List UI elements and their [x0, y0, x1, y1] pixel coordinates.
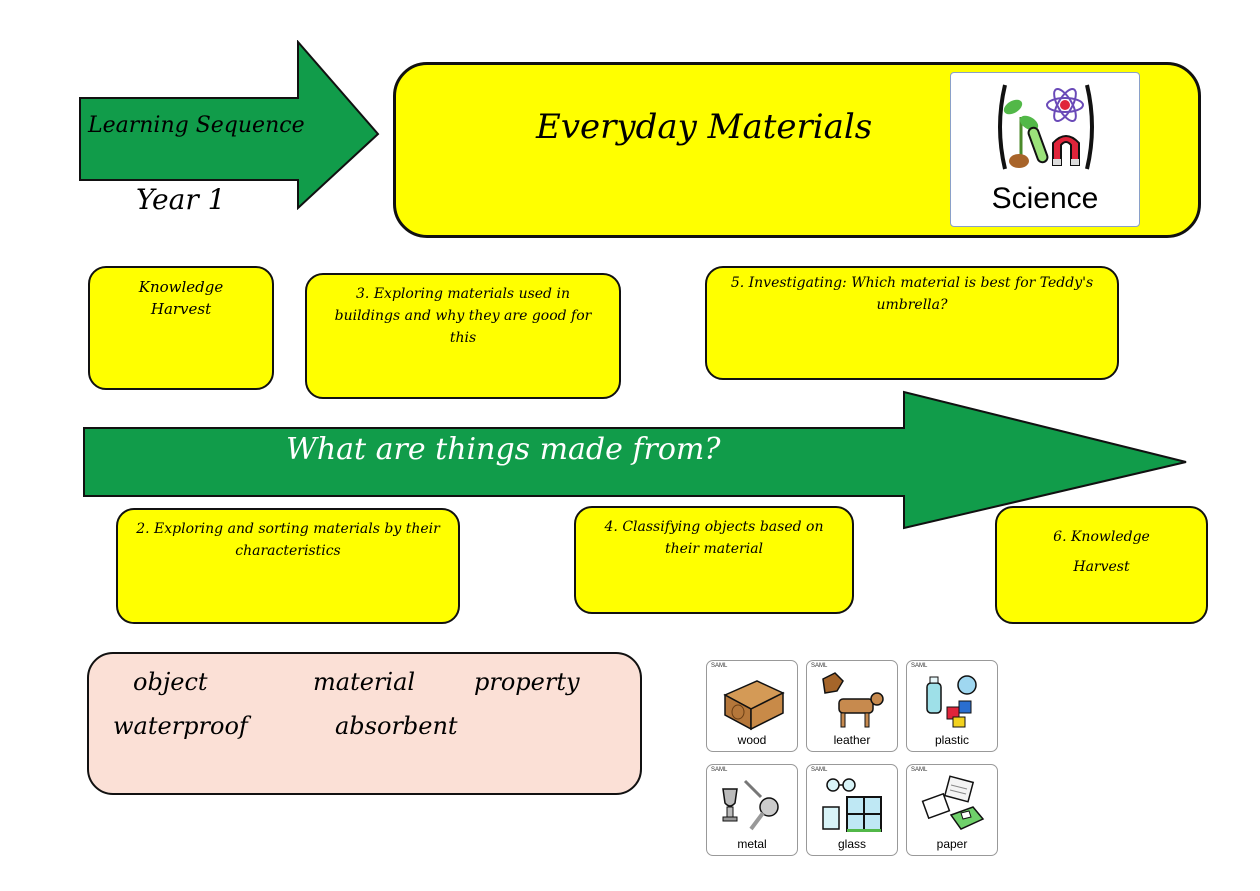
- paper-icon: [921, 775, 985, 830]
- science-icon: [998, 84, 1094, 170]
- symbol-tag: SAML: [811, 663, 828, 669]
- symbol-tag: SAML: [711, 663, 728, 669]
- science-label: Science: [991, 182, 1099, 215]
- vocab-material: material: [313, 668, 416, 696]
- symbol-card-plastic: SAML plastic: [906, 660, 998, 752]
- lesson-1-text: Knowledge Harvest: [138, 278, 224, 318]
- lesson-3-text: 3. Exploring materials used in buildings…: [334, 286, 592, 346]
- symbol-label-plastic: plastic: [934, 733, 969, 747]
- big-question-arrow: [83, 390, 1187, 530]
- lesson-2-text: 2. Exploring and sorting materials by th…: [136, 521, 440, 559]
- lesson-1-box: Knowledge Harvest: [88, 266, 274, 390]
- symbol-card-leather: SAML leather: [806, 660, 898, 752]
- symbol-label-paper: paper: [936, 837, 968, 851]
- lesson-6-box: 6. Knowledge Harvest: [995, 506, 1208, 624]
- vocab-object: object: [133, 668, 208, 696]
- symbol-tag: SAML: [911, 767, 928, 773]
- page-title: Everyday Materials: [536, 107, 873, 147]
- lesson-4-box: 4. Classifying objects based on their ma…: [574, 506, 854, 614]
- lesson-5-box: 5. Investigating: Which material is best…: [705, 266, 1119, 380]
- symbol-card-wood: SAML wood: [706, 660, 798, 752]
- vocab-waterproof: waterproof: [113, 712, 248, 740]
- symbol-card-glass: SAML glass: [806, 764, 898, 856]
- leather-icon: [822, 672, 884, 728]
- lesson-4-text: 4. Classifying objects based on their ma…: [604, 519, 824, 557]
- vocab-property: property: [474, 668, 580, 696]
- symbol-label-wood: wood: [737, 733, 767, 747]
- symbol-card-paper: SAML paper: [906, 764, 998, 856]
- lesson-2-box: 2. Exploring and sorting materials by th…: [116, 508, 460, 624]
- learning-sequence-arrow: [79, 40, 380, 210]
- materials-symbol-grid: SAML wood SAML leather SAML: [702, 656, 1006, 866]
- symbol-label-leather: leather: [833, 733, 871, 747]
- plastic-icon: [926, 675, 977, 728]
- year-label: Year 1: [136, 183, 226, 216]
- lesson-3-box: 3. Exploring materials used in buildings…: [305, 273, 621, 399]
- lesson-5-text: 5. Investigating: Which material is best…: [730, 275, 1094, 313]
- big-question: What are things made from?: [286, 432, 721, 467]
- symbol-tag: SAML: [811, 767, 828, 773]
- metal-icon: [722, 779, 779, 831]
- symbol-card-metal: SAML metal: [706, 764, 798, 856]
- science-symbol: Science: [950, 72, 1140, 227]
- vocabulary-box: object material property waterproof abso…: [87, 652, 642, 795]
- symbol-tag: SAML: [711, 767, 728, 773]
- glass-icon: [822, 778, 882, 832]
- lesson-6-line2: Harvest: [1073, 559, 1130, 575]
- wood-icon: [723, 680, 785, 731]
- learning-sequence-label: Learning Sequence: [88, 113, 305, 138]
- symbol-label-glass: glass: [837, 837, 866, 851]
- lesson-6-line1: 6. Knowledge: [1053, 529, 1150, 545]
- vocab-absorbent: absorbent: [335, 712, 458, 740]
- symbol-label-metal: metal: [737, 837, 767, 851]
- symbol-tag: SAML: [911, 663, 928, 669]
